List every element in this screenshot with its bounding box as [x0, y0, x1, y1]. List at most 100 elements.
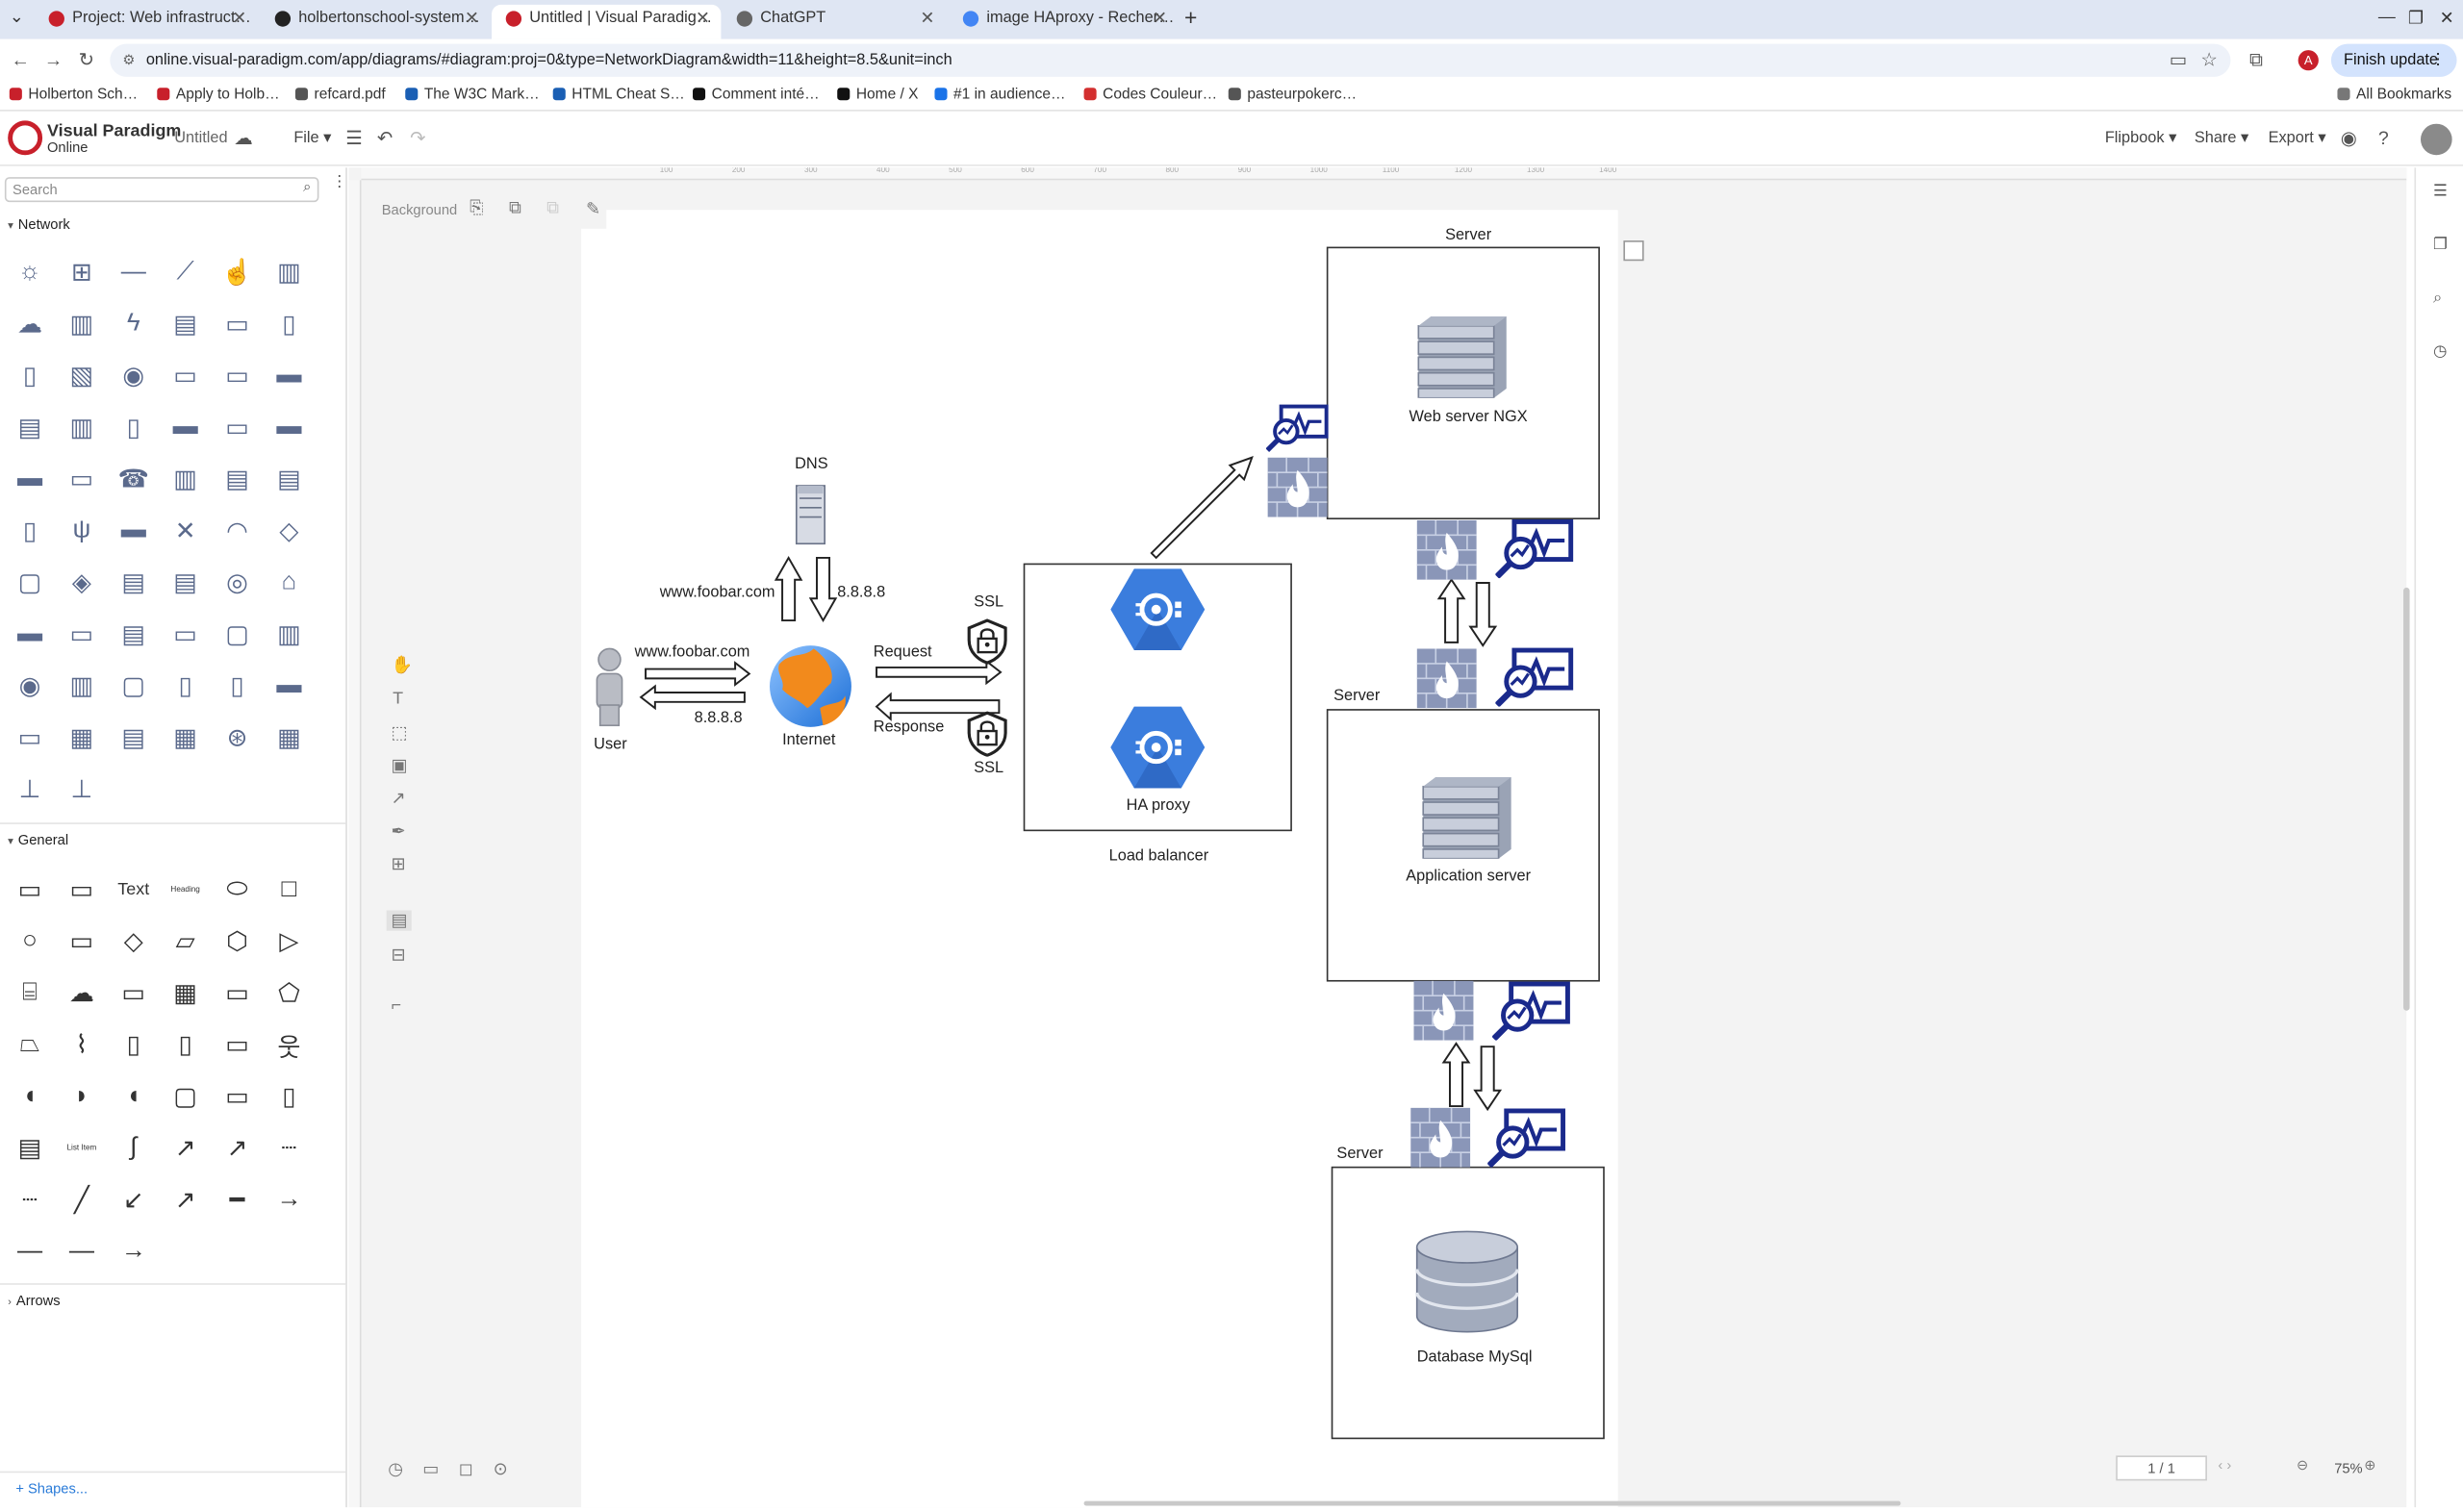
- document-title[interactable]: Untitled: [174, 130, 228, 148]
- network-shape-item[interactable]: ϟ: [126, 310, 140, 338]
- network-shape-item[interactable]: ψ: [72, 517, 91, 544]
- page-copy-icon[interactable]: ⧉: [508, 198, 521, 218]
- general-shape-item[interactable]: —: [68, 1237, 94, 1265]
- network-shape-item[interactable]: ▯: [22, 518, 38, 545]
- network-shape-item[interactable]: ▭: [173, 363, 198, 391]
- bookmark-item[interactable]: The W3C Mark…: [405, 87, 540, 104]
- general-shape-item[interactable]: ▭: [17, 877, 42, 904]
- properties-icon[interactable]: ☰: [2433, 183, 2448, 201]
- general-shape-item[interactable]: Text: [117, 880, 150, 900]
- general-shape-item[interactable]: ⌸: [22, 979, 38, 1006]
- general-shape-item[interactable]: 웃: [277, 1035, 301, 1063]
- hamburger-menu-icon[interactable]: ☰: [345, 126, 363, 149]
- network-shape-item[interactable]: ▭: [225, 363, 249, 391]
- history-icon[interactable]: ◷: [2433, 342, 2448, 361]
- network-shape-item[interactable]: ▦: [173, 725, 198, 752]
- general-shape-item[interactable]: ▭: [69, 877, 94, 904]
- general-shape-item[interactable]: ⬠: [278, 980, 300, 1008]
- shape-tool-icon[interactable]: ⬚: [391, 723, 408, 743]
- general-shape-item[interactable]: →: [120, 1237, 146, 1265]
- network-shape-item[interactable]: ☎: [117, 466, 150, 494]
- pen-tool-icon[interactable]: ✒: [391, 822, 406, 842]
- bookmark-item[interactable]: HTML Cheat S…: [552, 87, 685, 104]
- video-icon[interactable]: ▭: [422, 1460, 440, 1479]
- network-shape-item[interactable]: ▯: [126, 415, 140, 442]
- network-shape-item[interactable]: ⟋: [176, 258, 194, 286]
- general-shape-item[interactable]: ↗: [174, 1187, 196, 1215]
- general-shape-item[interactable]: ▭: [225, 1032, 249, 1060]
- network-shape-item[interactable]: ✕: [174, 518, 196, 545]
- network-shape-item[interactable]: ▬: [16, 465, 43, 492]
- page-indicator[interactable]: 1 / 1: [2116, 1455, 2207, 1481]
- format-panel-icon[interactable]: ▤: [386, 910, 413, 931]
- bookmark-item[interactable]: Comment inté…: [693, 87, 820, 104]
- network-shape-item[interactable]: ▤: [173, 312, 198, 339]
- network-shape-item[interactable]: ◈: [71, 569, 91, 597]
- redo-icon[interactable]: ↷: [410, 126, 426, 149]
- table-tool-icon[interactable]: ⊞: [391, 855, 406, 874]
- more-shapes-link[interactable]: + Shapes...: [15, 1480, 89, 1497]
- general-shape-item[interactable]: ↗: [174, 1136, 196, 1163]
- network-shape-item[interactable]: ▬: [276, 362, 302, 389]
- zoom-level[interactable]: 75%: [2334, 1460, 2363, 1476]
- hand-tool-icon[interactable]: ✋: [391, 656, 413, 676]
- tab-google-search[interactable]: image HAproxy - Recher… ✕: [949, 5, 1178, 39]
- general-shape-item[interactable]: ◖: [22, 1082, 38, 1110]
- all-bookmarks[interactable]: All Bookmarks: [2337, 87, 2451, 104]
- file-menu[interactable]: File ▾: [293, 130, 332, 148]
- close-icon[interactable]: ✕: [464, 9, 479, 29]
- profile-avatar[interactable]: A: [2298, 50, 2319, 71]
- tab-chatgpt[interactable]: ChatGPT ✕: [723, 5, 946, 39]
- back-icon[interactable]: ←: [11, 48, 31, 71]
- general-shape-item[interactable]: ▭: [69, 928, 94, 956]
- page-paste-icon[interactable]: ⧉: [546, 198, 560, 218]
- general-shape-item[interactable]: ▤: [17, 1136, 42, 1163]
- timer-icon[interactable]: ◷: [388, 1460, 403, 1479]
- horizontal-scrollbar[interactable]: [1083, 1500, 1901, 1506]
- preview-eye-icon[interactable]: ◉: [2340, 126, 2357, 149]
- network-shape-item[interactable]: ▯: [230, 673, 244, 701]
- general-shape-item[interactable]: ▦: [173, 980, 198, 1008]
- close-icon[interactable]: ✕: [232, 9, 247, 29]
- bookmark-item[interactable]: Apply to Holb…: [157, 87, 280, 104]
- section-network-header[interactable]: ▾Network: [8, 215, 70, 233]
- section-general-header[interactable]: ▾General: [8, 831, 69, 848]
- network-shape-item[interactable]: ▤: [173, 569, 198, 597]
- tab-github[interactable]: holbertonschool-system… ✕: [261, 5, 490, 39]
- general-shape-item[interactable]: →: [276, 1186, 302, 1213]
- network-shape-item[interactable]: ▤: [121, 621, 146, 649]
- network-shape-item[interactable]: ▦: [69, 725, 94, 752]
- save-page-icon[interactable]: ▭: [2169, 48, 2188, 71]
- general-shape-item[interactable]: ⏢: [19, 1030, 40, 1058]
- image-tool-icon[interactable]: ▣: [391, 756, 408, 776]
- bookmark-item[interactable]: refcard.pdf: [294, 87, 386, 104]
- network-shape-item[interactable]: ▦: [277, 725, 301, 752]
- general-shape-item[interactable]: ∫: [130, 1134, 138, 1162]
- bookmark-item[interactable]: Holberton Sch…: [9, 87, 138, 104]
- network-shape-item[interactable]: ▭: [69, 466, 94, 494]
- network-shape-item[interactable]: ▥: [277, 621, 301, 649]
- user-avatar[interactable]: [2420, 123, 2452, 156]
- network-shape-item[interactable]: ▤: [121, 725, 146, 752]
- network-shape-item[interactable]: ☝: [221, 260, 253, 288]
- general-shape-item[interactable]: ◗: [73, 1082, 89, 1110]
- pages-icon[interactable]: ❐: [2433, 236, 2448, 254]
- network-shape-item[interactable]: ▭: [69, 621, 94, 649]
- zoom-in-icon[interactable]: ⊕: [2364, 1456, 2376, 1474]
- network-shape-item[interactable]: ▢: [17, 569, 42, 597]
- network-shape-item[interactable]: ⌂: [281, 568, 297, 596]
- general-shape-item[interactable]: ◇: [123, 928, 143, 956]
- vertical-scrollbar[interactable]: [2403, 587, 2410, 1011]
- layers-icon[interactable]: ⊟: [391, 945, 406, 966]
- general-shape-item[interactable]: ╱: [74, 1187, 89, 1215]
- network-shape-item[interactable]: ◉: [122, 363, 145, 391]
- general-shape-item[interactable]: ▯: [282, 1084, 296, 1111]
- network-shape-item[interactable]: ▥: [173, 466, 198, 494]
- extensions-icon[interactable]: ⧉: [2249, 48, 2264, 71]
- network-shape-item[interactable]: —: [120, 258, 146, 286]
- general-shape-item[interactable]: ━: [229, 1187, 245, 1215]
- general-shape-item[interactable]: ▯: [126, 1032, 140, 1060]
- bookmark-item[interactable]: pasteurpokerc…: [1228, 87, 1357, 104]
- panel-options-icon[interactable]: ⋮: [331, 173, 347, 191]
- general-shape-item[interactable]: ○: [22, 927, 38, 955]
